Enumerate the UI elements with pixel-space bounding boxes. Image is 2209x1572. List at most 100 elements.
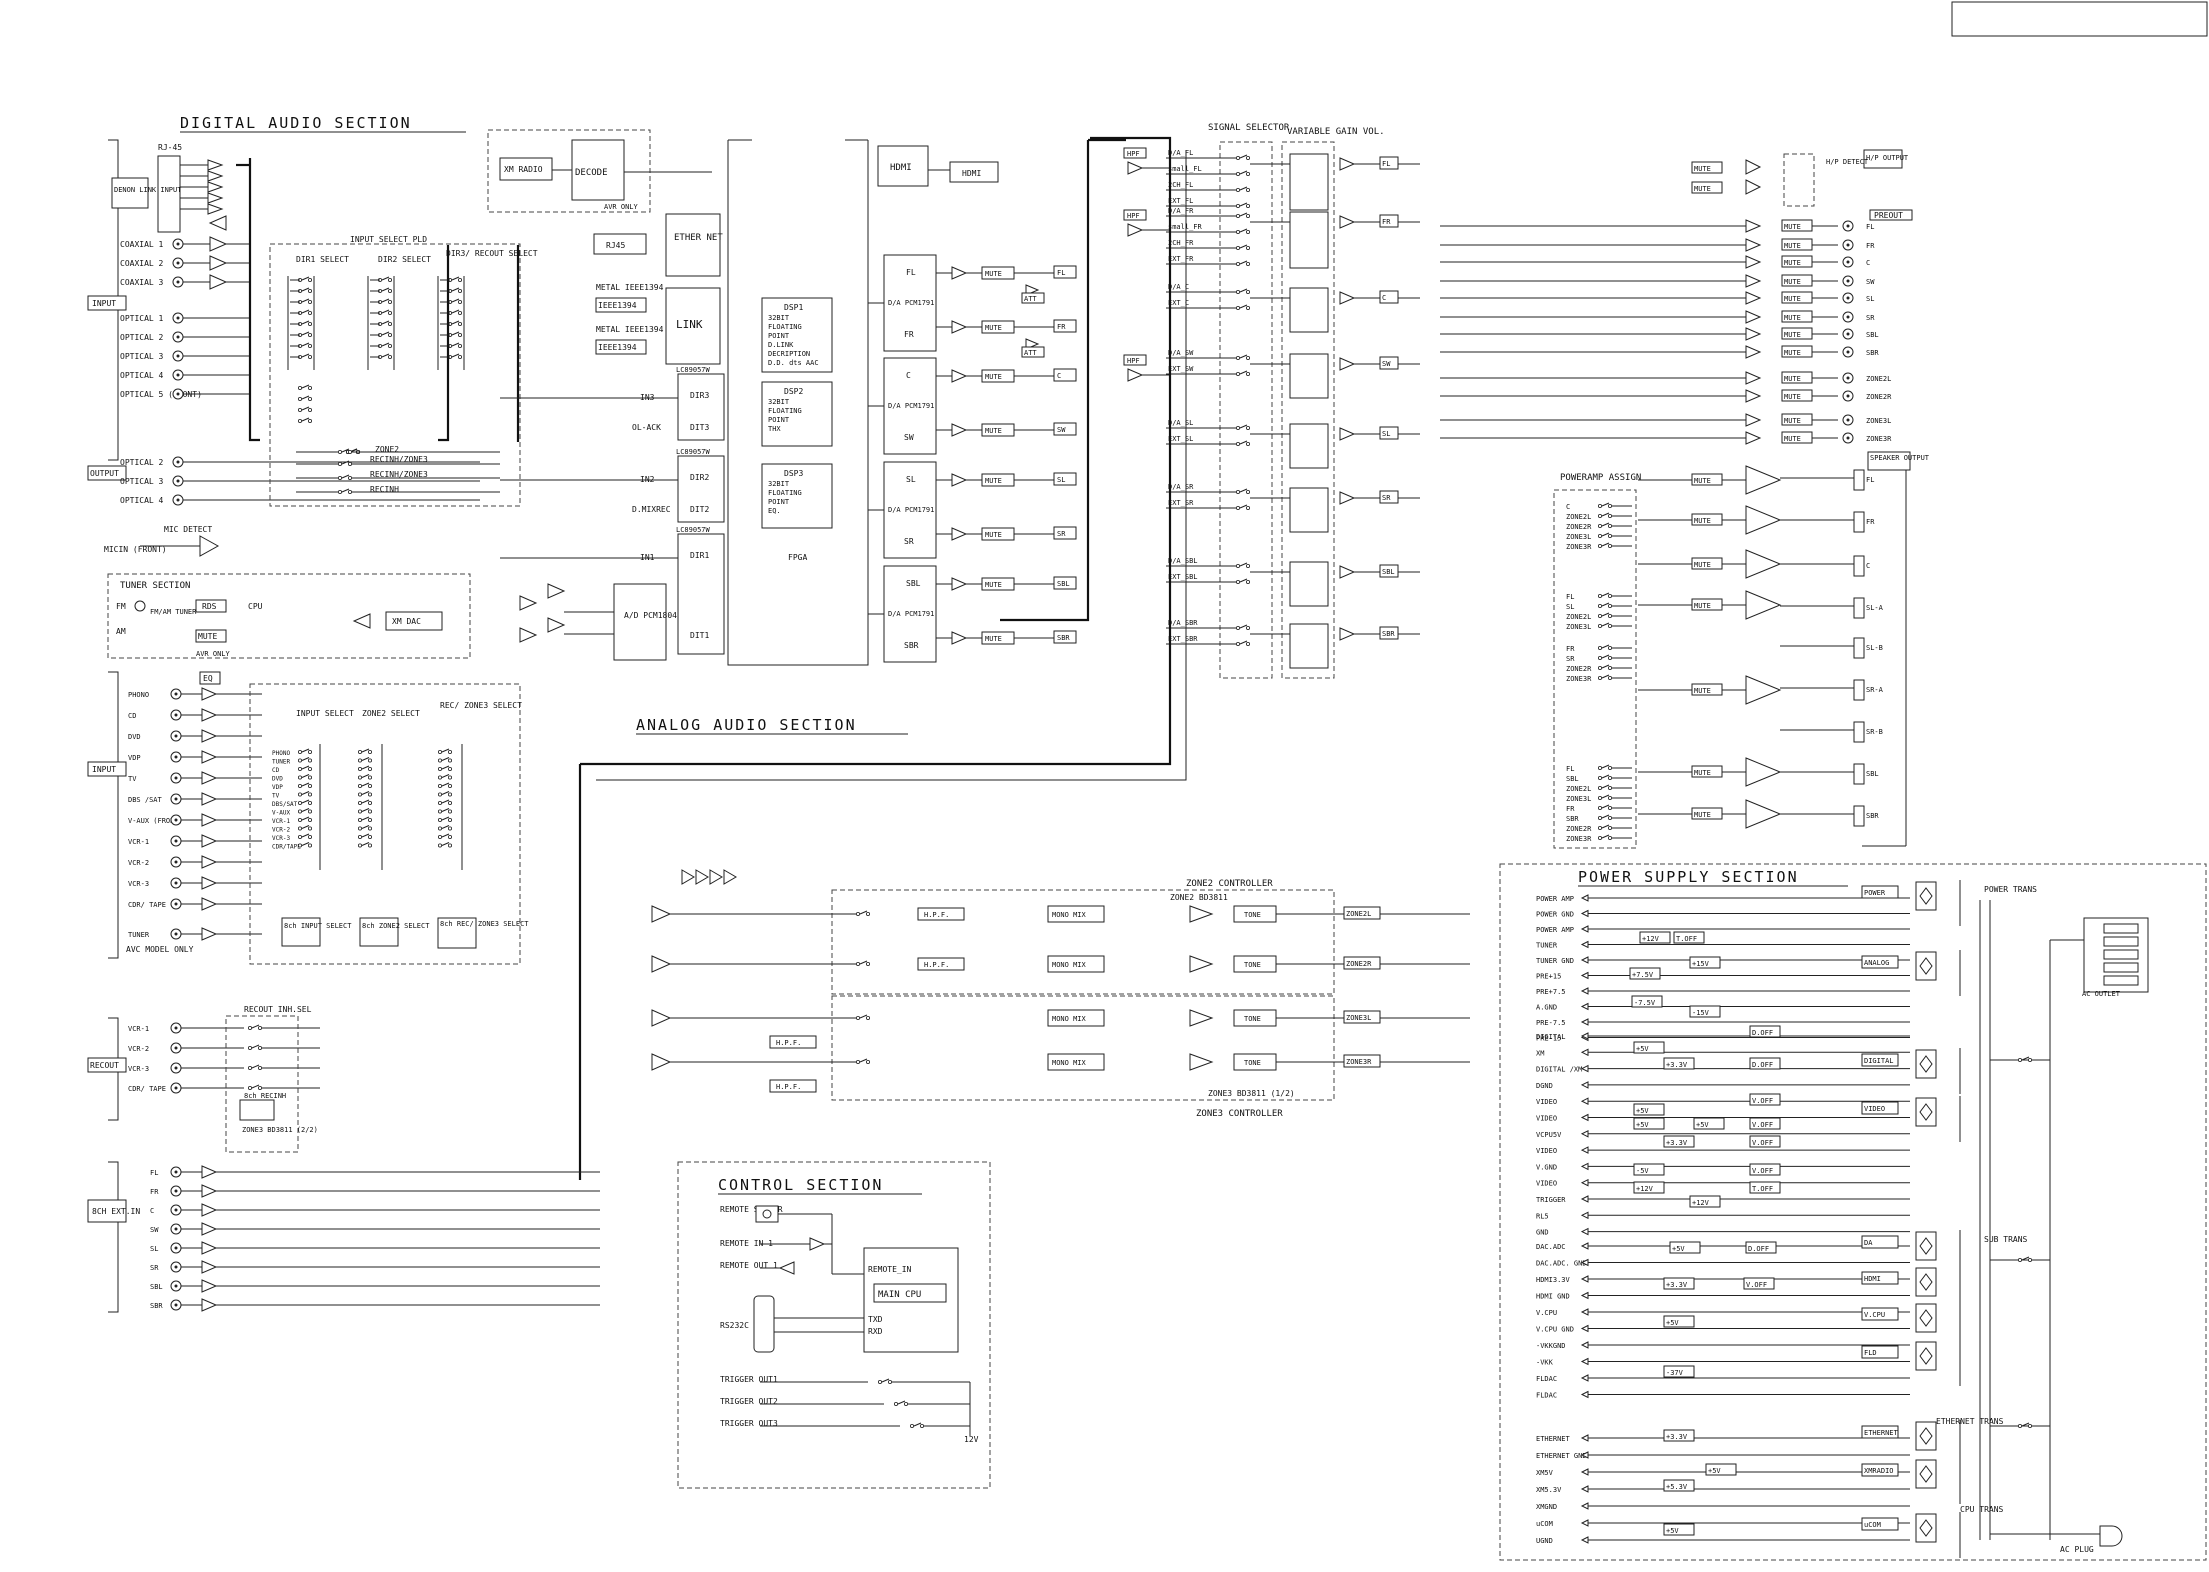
psu-tag-label-2: DIGITAL	[1864, 1057, 1894, 1065]
regulator-20	[1749, 1181, 1781, 1194]
power-row-arrow-6	[1580, 987, 1589, 995]
zone-buffer-0	[681, 869, 695, 885]
dac-bot-3: SBR	[904, 641, 919, 650]
hp-amp-a	[1745, 159, 1762, 175]
bridge-rect-9	[1915, 1459, 1937, 1489]
zone-input-amp-1	[651, 955, 672, 973]
vol-out-tag-label-6: SBL	[1382, 568, 1395, 576]
power-row-34: ETHERNET GND	[1536, 1452, 1587, 1460]
dac-amp-2	[951, 369, 968, 383]
ac-outlet-socket-2	[2103, 949, 2139, 960]
ieee1394-a-label: IEEE1394	[598, 301, 637, 310]
hdmi-label: HDMI	[890, 163, 912, 173]
power-row-27: V.CPU	[1536, 1309, 1557, 1317]
zone-buffer-2	[709, 869, 723, 885]
adc-label: A/D PCM1804	[624, 611, 677, 620]
ac-outlet-socket-1	[2103, 936, 2139, 947]
dir1-select-label: DIR1 SELECT	[296, 255, 349, 264]
remote-in-pin-label: REMOTE_IN	[868, 1265, 912, 1274]
dac-bot-2: SR	[904, 537, 914, 546]
power-mute-label-3: MUTE	[1694, 602, 1711, 610]
analog-input-label-0: PHONO	[128, 691, 149, 699]
regulator-7	[1663, 1057, 1695, 1070]
ethernet-box	[665, 213, 721, 277]
power-row-16: VCPU5V	[1536, 1131, 1562, 1139]
power-row-25: HDMI3.3V	[1536, 1276, 1571, 1284]
ext-in-label-6: SBL	[150, 1283, 163, 1291]
fm-label: FM	[116, 602, 126, 611]
dsp3-line-0: 32BIT	[768, 480, 790, 488]
regulator-26	[1663, 1315, 1695, 1328]
selector-input-5-1: EXT_SR	[1168, 499, 1194, 507]
power-amp-2	[1745, 549, 1782, 579]
power-row-arrow-4	[1580, 956, 1589, 964]
digital-input-label-4: OPTICAL 2	[120, 333, 164, 342]
lc89057-label-2: LC89057W	[676, 526, 711, 534]
speaker-terminal-7	[1853, 763, 1865, 785]
vol-out-tag-4	[1379, 426, 1399, 440]
power-row-arrow-17	[1580, 1146, 1589, 1154]
preout-mute-label-6: MUTE	[1784, 331, 1801, 339]
pa-assign-4-1: SBR	[1566, 815, 1579, 823]
12v-label: 12V	[964, 1435, 979, 1444]
recout-inh-label: RECOUT INH.SEL	[244, 1005, 312, 1014]
pa-assign-0-4: ZONE3R	[1566, 543, 1592, 551]
preout-amp-5	[1745, 310, 1762, 324]
ext-in-amp-1	[201, 1184, 218, 1198]
mic-in-label: MICIN (FRONT)	[104, 545, 167, 554]
regulator-23	[1745, 1241, 1777, 1254]
8ch-input-select-label: 8ch INPUT SELECT	[284, 922, 352, 930]
zone-vol-amp-1	[1189, 955, 1214, 973]
selector-input-1-3: EXT_FR	[1168, 255, 1194, 263]
volume-amp-1	[1339, 215, 1356, 229]
zone2-controller-title: ZONE2 CONTROLLER	[1186, 879, 1273, 889]
pa-assign-1-3: ZONE3L	[1566, 623, 1591, 631]
regulator-label-10: +5V	[1636, 1107, 1649, 1115]
analog-switch-matrix: PHONOTUNERCDDVDVDPTVDBS/SATV-AUXVCR-1VCR…	[272, 744, 463, 870]
power-row-arrow-1	[1580, 909, 1589, 918]
selector-input-0-3: EXT_FL	[1168, 197, 1193, 205]
power-row-26: HDMI GND	[1536, 1293, 1570, 1301]
dsp2-line-1: FLOATING	[768, 407, 802, 415]
power-row-3: TUNER	[1536, 942, 1558, 950]
regulator-18	[1749, 1163, 1781, 1176]
rj45-amp-4	[207, 203, 224, 215]
ext-in-amp-5	[201, 1260, 218, 1274]
dac-out-tag-3	[1053, 422, 1077, 436]
speaker-terminal-1	[1853, 511, 1865, 533]
power-amp-4	[1745, 675, 1782, 705]
vol-out-tag-5	[1379, 490, 1399, 504]
analog-input-label-1: CD	[128, 712, 136, 720]
8ch-ext-in-label: 8CH EXT.IN	[92, 1207, 140, 1216]
control-lines	[760, 1213, 971, 1436]
power-supply-title: POWER SUPPLY SECTION	[1578, 868, 1799, 886]
regulator-8	[1749, 1025, 1781, 1038]
cpu-trans-label: CPU TRANS	[1960, 1505, 2004, 1514]
psu-tag-label-1: ANALOG	[1864, 959, 1889, 967]
analog-input-amp-3	[201, 750, 218, 764]
analog-input-label-10: CDR/ TAPE	[128, 901, 166, 909]
selector-input-5-0: D/A_SR	[1168, 483, 1194, 491]
dit1-label: DIT1	[690, 631, 709, 640]
remote-sensor-label: REMOTE SENSOR	[720, 1205, 783, 1214]
power-row-arrow-22	[1580, 1227, 1589, 1236]
rj45-amp-0	[207, 159, 224, 171]
psu-tag-3	[1861, 1101, 1899, 1115]
hp-switch-box	[1783, 153, 1815, 207]
zone-hpf-3	[769, 1079, 817, 1093]
8ch-input-select-box	[281, 917, 321, 947]
dsp3-box	[761, 463, 833, 529]
coax-amp-1	[209, 255, 228, 271]
preout-amp-10	[1745, 413, 1762, 427]
zone2-controller-box	[831, 889, 1335, 995]
power-row-arrow-23	[1580, 1242, 1589, 1250]
power-row-28: V.CPU GND	[1536, 1326, 1574, 1334]
bridge-rect-5	[1915, 1267, 1937, 1297]
zone3-controller-box	[831, 995, 1335, 1101]
preout-mute-label-10: MUTE	[1784, 417, 1801, 425]
ac-outlet-socket-0	[2103, 923, 2139, 934]
regulator-label-17: -5V	[1636, 1167, 1649, 1175]
